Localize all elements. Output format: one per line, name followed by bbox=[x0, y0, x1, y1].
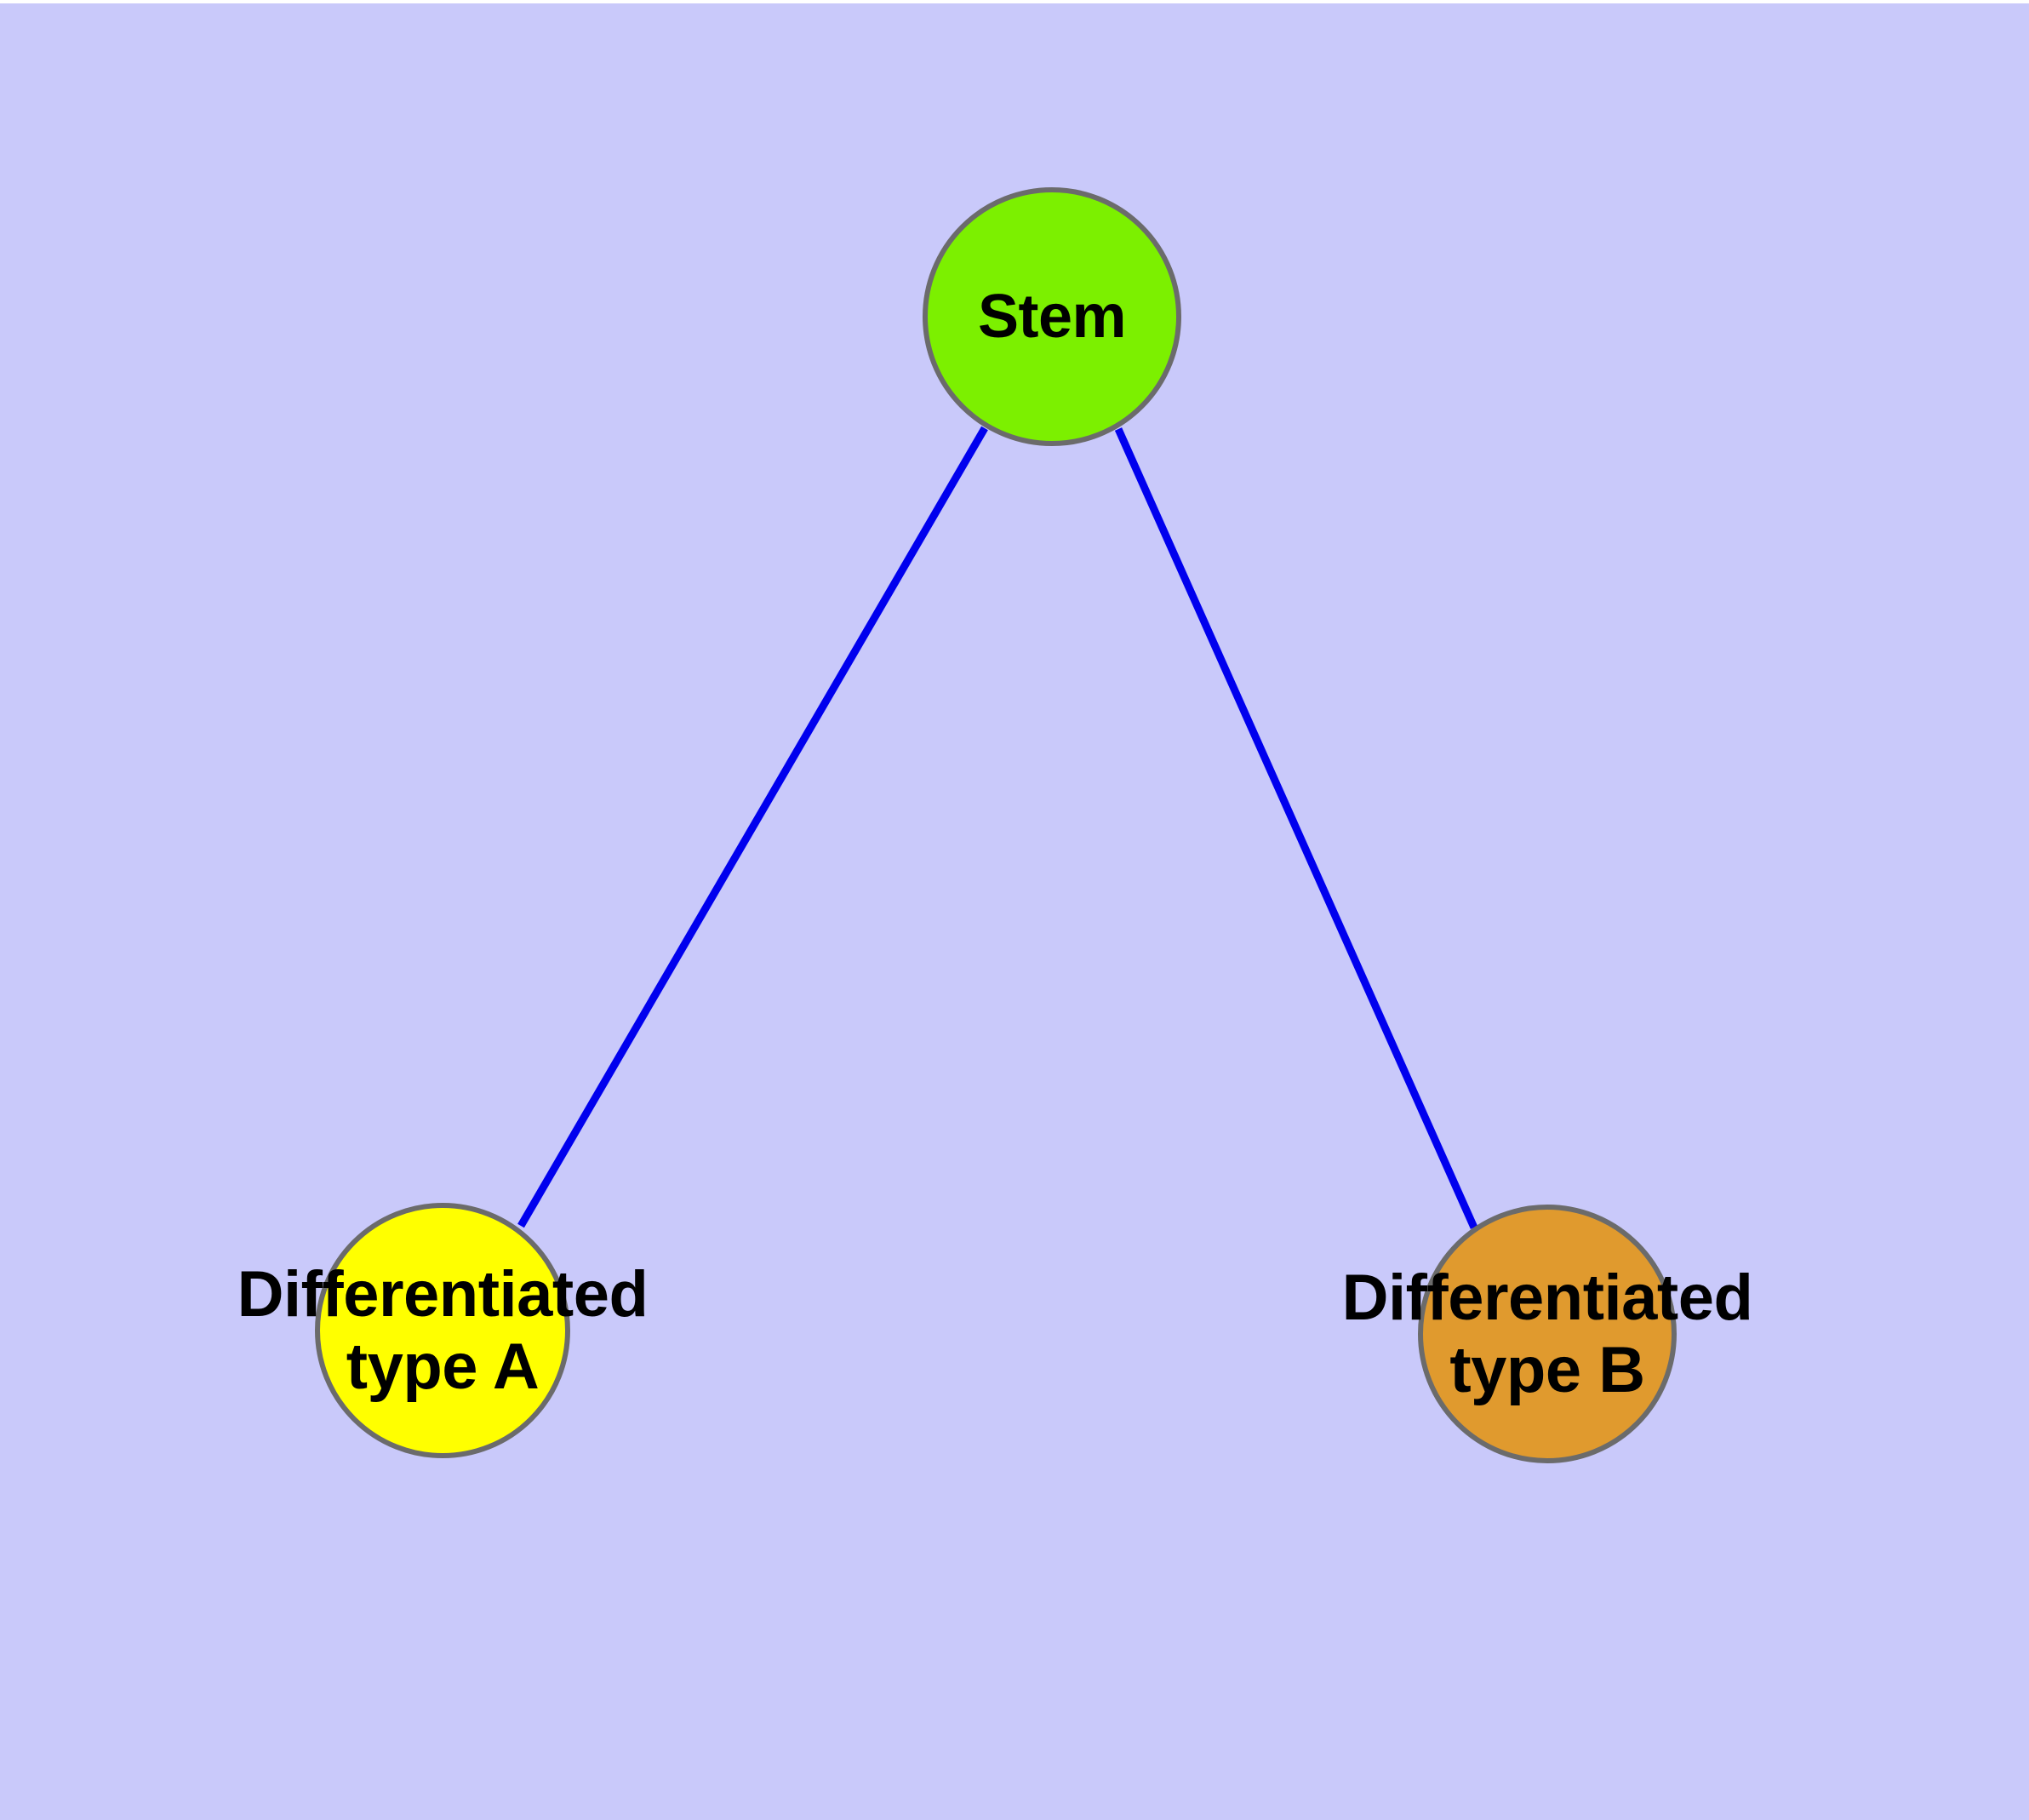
node-stem[interactable] bbox=[923, 187, 1181, 446]
edge-stem-to-diff-a bbox=[517, 426, 988, 1228]
node-differentiated-type-a[interactable] bbox=[315, 1203, 570, 1458]
node-differentiated-type-b[interactable] bbox=[1418, 1205, 1677, 1463]
edge-stem-to-diff-b bbox=[1114, 427, 1478, 1229]
